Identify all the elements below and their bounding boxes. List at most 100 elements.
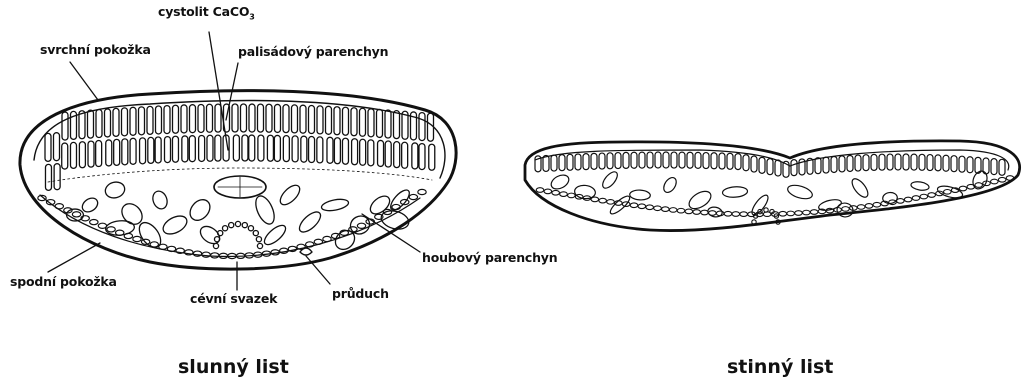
shade-palisade-cell — [599, 153, 605, 169]
shade-palisade-cell — [999, 159, 1005, 175]
lower-epidermis-cell — [314, 239, 322, 244]
shade-lower-epidermis-cell — [967, 184, 975, 189]
palisade-cell — [164, 106, 170, 134]
shade-palisade-cell — [823, 157, 829, 173]
shade-palisade-cell — [543, 155, 549, 171]
shade-palisade-cell — [871, 154, 877, 170]
shade-palisade-cell — [591, 153, 597, 169]
bundle-cell — [213, 243, 218, 248]
label-cystolit: cystolit CaCO3 — [158, 4, 255, 22]
palisade-cell — [232, 104, 238, 132]
palisade-cell — [164, 137, 170, 163]
palisade-cell — [130, 107, 136, 135]
lower-epidermis-cell — [150, 242, 158, 247]
palisade-cell — [249, 135, 255, 161]
shade-palisade-cell — [759, 157, 765, 173]
spongy-cell — [296, 209, 324, 236]
palisade-cell — [317, 106, 323, 134]
spongy-cell — [104, 180, 127, 200]
shade-palisade-cell — [719, 153, 725, 169]
shade-palisade-cell — [703, 153, 709, 169]
shade-palisade-cell — [943, 155, 949, 171]
lower-epidermis-cell — [409, 194, 417, 199]
palisade-cell — [301, 136, 307, 162]
shade-lower-epidermis-cell — [991, 179, 999, 184]
palisade-cell — [402, 142, 408, 168]
palisade-cell — [283, 136, 289, 162]
shade-lower-epidermis-cell — [912, 196, 920, 201]
palisade-cell — [300, 105, 306, 133]
palisade-cell — [122, 108, 128, 136]
shade-palisade-cell — [711, 153, 717, 169]
shade-lower-epidermis-cell — [654, 206, 662, 211]
lower-epidermis-cell — [323, 236, 331, 241]
palisade-cell — [428, 113, 434, 141]
shade-palisade-cell — [687, 152, 693, 168]
vascular-bundle — [213, 221, 262, 248]
palisade-cell — [79, 142, 85, 168]
palisade-cell — [317, 137, 323, 163]
shade-palisade-cell — [967, 157, 973, 173]
palisade-cell — [394, 142, 400, 168]
palisade-cell — [45, 164, 51, 190]
label-houbovy-parenchyn: houbový parenchyn — [422, 250, 557, 265]
shade-palisade-cell — [607, 153, 613, 169]
shade-lower-epidermis-cell — [842, 207, 850, 212]
lower-epidermis-cell — [202, 252, 210, 257]
shade-lower-epidermis-cell — [795, 211, 803, 216]
spongy-cell — [160, 212, 190, 237]
palisade-cell — [147, 106, 153, 134]
shade-lower-epidermis-cell — [638, 204, 646, 209]
bundle-cell — [222, 226, 227, 231]
shade-spongy-cell — [600, 169, 620, 190]
palisade-cell — [274, 135, 280, 161]
label-cystolit-subscript: 3 — [249, 13, 254, 22]
leader-spodni-pokozka — [48, 243, 100, 272]
shade-palisade-cell — [615, 153, 621, 169]
palisade-cell — [267, 135, 273, 161]
shade-spongy-cell — [882, 192, 898, 204]
palisade-cell — [342, 138, 348, 164]
palisade-cell — [215, 135, 221, 161]
shade-palisade-cell — [751, 156, 757, 172]
palisade-cell — [122, 139, 128, 165]
palisade-cell — [419, 113, 425, 141]
palisade-cell — [309, 106, 315, 134]
palisade-cell — [96, 110, 102, 138]
lower-epidermis-cell — [72, 212, 80, 217]
shade-spongy-cell — [661, 175, 679, 194]
bundle-cell — [242, 222, 247, 227]
palisade-cell — [139, 107, 145, 135]
spongy-cell — [277, 182, 303, 208]
palisade-cell — [156, 106, 162, 134]
shade-lower-epidermis-cell — [716, 211, 724, 216]
label-palisadovy-parenchyn: palisádový parenchyn — [238, 44, 388, 59]
palisade-cell — [368, 140, 374, 166]
bundle-cell — [248, 226, 253, 231]
shade-lower-epidermis-cell — [803, 210, 811, 215]
shade-palisade-cell — [935, 155, 941, 171]
shade-spongy-cell — [936, 184, 963, 200]
palisade-cell — [62, 112, 68, 140]
lower-epidermis-cell — [90, 219, 98, 224]
lower-epidermis-cell — [211, 253, 219, 258]
bundle-cell — [253, 230, 258, 235]
shade-palisade-cell — [567, 154, 573, 170]
shade-lower-epidermis-cell — [544, 189, 552, 194]
palisade-cell — [113, 108, 119, 136]
palisade-cell — [70, 142, 76, 168]
spongy-cell — [252, 193, 278, 226]
spongy-cell — [150, 189, 169, 211]
shade-spongy-cell — [549, 172, 571, 192]
palisade-cell — [258, 135, 264, 161]
palisade-cell — [233, 135, 239, 161]
shade-palisade-cell — [631, 152, 637, 168]
shade-palisade-cell — [959, 156, 965, 172]
shade-palisade-cell — [639, 152, 645, 168]
palisade-cell — [207, 104, 213, 132]
spongy-cell — [261, 222, 288, 248]
shade-palisade-cell — [903, 154, 909, 170]
shade-palisade-cell — [863, 155, 869, 171]
shade-lower-epidermis-cell — [944, 190, 952, 195]
palisade-cell — [105, 109, 111, 137]
